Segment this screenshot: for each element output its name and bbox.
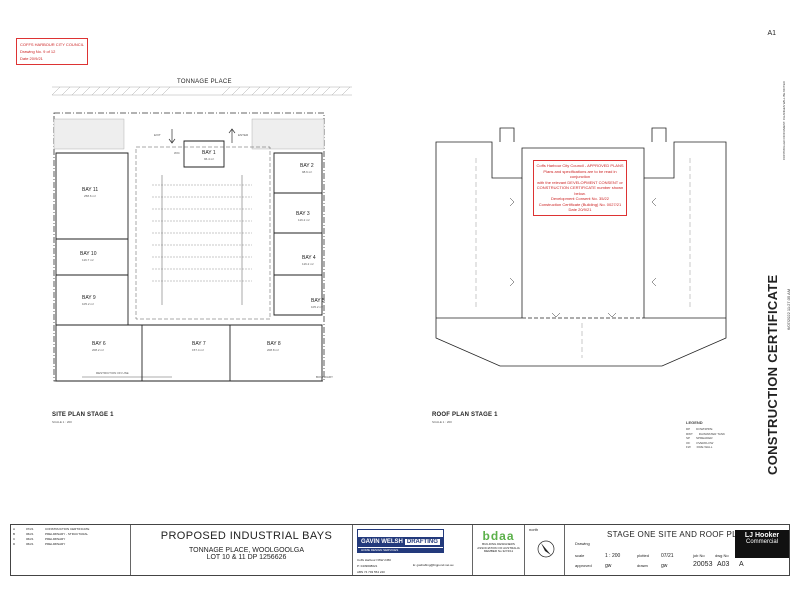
road-name: TONNAGE PLACE (177, 79, 232, 85)
bdaa-badge: bdaa BUILDING DESIGNERS ASSOCIATION OF A… (473, 525, 525, 575)
project-lot: LOT 10 & 11 DP 1256626 (206, 554, 287, 561)
controlled-document-note: CONTROLLED DOCUMENT. CHANGES WILL BE NOT… (782, 81, 786, 160)
bay-area: 116.2 m² (298, 218, 310, 222)
approved-plans-stamp: Coffs Harbour City Council - APPROVED PL… (533, 160, 627, 216)
bay-label: BAY 9 (82, 295, 96, 301)
enter-label: ENTER (238, 133, 249, 137)
stamp-line: Construction Certificate (Building) No. … (538, 201, 622, 207)
drawing-title: STAGE ONE SITE AND ROOF PLANS (607, 530, 755, 539)
stamp-line: COFFS HARBOUR CITY COUNCIL (20, 42, 84, 47)
drawing-info: Drawing STAGE ONE SITE AND ROOF PLANS sc… (575, 530, 755, 569)
boundary-label: BOUNDARY (316, 375, 333, 379)
roof-plan-drawing (432, 118, 732, 378)
bay-label: BAY 6 (92, 341, 106, 347)
bay-area: 105.2 m² (82, 302, 94, 306)
stamp-line: Plans and specifications are to be read … (543, 168, 617, 180)
legend-title: LEGEND (686, 420, 703, 425)
construction-certificate-title: CONSTRUCTION CERTIFICATE (765, 274, 780, 475)
project-info: PROPOSED INDUSTRIAL BAYS TONNAGE PLACE, … (141, 525, 353, 575)
restriction-label: RESTRICTION ON USE (96, 371, 129, 375)
bay-area: 98.6 m² (302, 170, 313, 174)
certificate-date-stamp: 6/07/2022 11:27:35 AM (786, 288, 791, 330)
site-plan-scale: SCALE 1 : 200 (52, 420, 72, 424)
bay-area: 105.2 m² (311, 305, 323, 309)
site-plan-title: SITE PLAN STAGE 1 (52, 412, 114, 418)
drafter-abn: ABN 74 793 554 240 (357, 570, 385, 574)
drafter-address: Coffs Harbour NSW 2450 (357, 558, 391, 562)
stamp-line: Date 20/9/21 (568, 207, 592, 212)
bay-area: 116.2 m² (302, 262, 314, 266)
bay-label: BAY 8 (267, 341, 281, 347)
drafter-phone: P: 0439608021 (357, 564, 378, 568)
north-arrow-icon (537, 540, 555, 558)
agent-division: Commercial (745, 539, 778, 545)
bay-label: BAY 10 (80, 251, 97, 257)
bay-area: 96.4 m² (204, 157, 215, 161)
bay-label: BAY 11 (82, 187, 99, 193)
bay-label: BAY 7 (192, 341, 206, 347)
wc-label: W/C (174, 151, 180, 155)
bay-area: 157.4 m² (192, 348, 204, 352)
bay-area: 208.8 m² (267, 348, 279, 352)
stamp-line: Coffs Harbour City Council - APPROVED PL… (536, 163, 624, 168)
bdaa-logo: bdaa (482, 529, 515, 543)
bay-area: 258.6 m² (84, 194, 96, 198)
drafter-email: E: gwdrafting@bigpond.net.au (413, 563, 454, 567)
north-label: north (529, 527, 539, 532)
sheet-id: A1 (767, 30, 776, 37)
bay-area: 208.2 m² (92, 348, 104, 352)
drawing-label: Drawing (575, 541, 590, 546)
project-address: TONNAGE PLACE, WOOLGOOLGA (188, 547, 304, 554)
bay-label: BAY 2 (300, 163, 314, 169)
bay-label: BAY 3 (296, 211, 310, 217)
project-title: PROPOSED INDUSTRIAL BAYS (160, 530, 333, 542)
stamp-line: with the relevant DEVELOPMENT CONSENT or (537, 179, 623, 185)
exit-label: EXIT (154, 133, 161, 137)
roof-plan-title: ROOF PLAN STAGE 1 (432, 412, 498, 418)
stamp-line: CONSTRUCTION CERTIFICATE number shown be… (536, 185, 624, 196)
council-stamp: COFFS HARBOUR CITY COUNCIL Drawing No. 9… (16, 38, 88, 65)
site-plan-linework (52, 86, 352, 382)
stamp-line: Date 20/9/21 (20, 56, 43, 61)
stamp-line: Drawing No. 9 of 12 (20, 49, 56, 54)
bay-label: BAY 4 (302, 255, 316, 261)
roof-plan-scale: SCALE 1 : 200 (432, 420, 452, 424)
bay-label: BAY 5 (311, 298, 325, 304)
site-plan-drawing: TONNAGE PLACE BAY 1 96.4 m² BAY 2 98.6 m… (52, 75, 352, 395)
roof-plan-linework (435, 127, 727, 367)
agent-logo: LJ Hooker Commercial (735, 530, 789, 558)
north-arrow: north (525, 525, 565, 575)
agent-brand: LJ Hooker (744, 532, 780, 539)
bay-label: BAY 1 (202, 150, 216, 156)
bay-area: 116.7 m² (82, 258, 94, 262)
stamp-line: Development Consent No. 35/22 (550, 196, 610, 201)
